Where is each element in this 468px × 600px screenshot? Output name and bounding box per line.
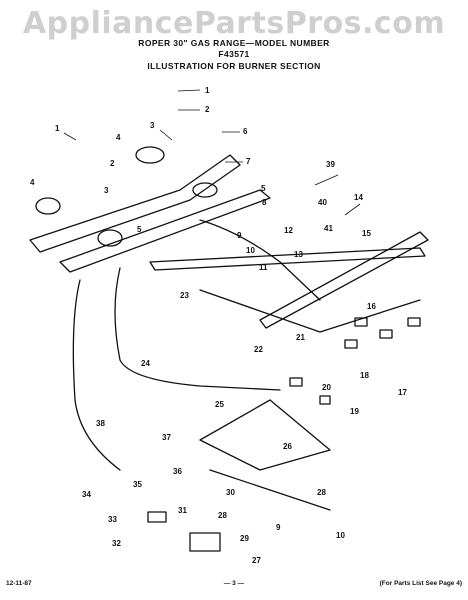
callout-1: 1 (55, 124, 60, 133)
header-model-number: F43571 (218, 49, 250, 59)
callout-10: 10 (246, 246, 255, 255)
callout-36: 36 (173, 467, 182, 476)
valve (379, 329, 393, 339)
callout-37: 37 (162, 433, 171, 442)
manifold-rail (149, 247, 426, 271)
callout-3: 3 (104, 186, 109, 195)
callout-35: 35 (133, 480, 142, 489)
callout-2: 2 (110, 159, 115, 168)
burner-frame (29, 154, 241, 253)
callout-16: 16 (367, 302, 376, 311)
callout-25: 25 (215, 400, 224, 409)
callout-11: 11 (259, 263, 268, 272)
callout-21: 21 (296, 333, 305, 342)
burner-head (97, 229, 123, 247)
callout-41: 41 (324, 224, 333, 233)
safety-valve (189, 532, 221, 552)
callout-20: 20 (322, 383, 331, 392)
header-illustration-title: ILLUSTRATION FOR BURNER SECTION (147, 61, 321, 71)
callout-4: 4 (116, 133, 121, 142)
callout-9: 9 (276, 523, 281, 532)
callout-5: 5 (261, 184, 266, 193)
callout-22: 22 (254, 345, 263, 354)
callout-2: 2 (205, 105, 210, 114)
header-model-line: ROPER 30" GAS RANGE—MODEL NUMBER (138, 38, 330, 48)
callout-26: 26 (283, 442, 292, 451)
callout-14: 14 (354, 193, 363, 202)
callout-29: 29 (240, 534, 249, 543)
callout-15: 15 (362, 229, 371, 238)
callout-32: 32 (112, 539, 121, 548)
burner-head (35, 197, 61, 215)
footer-date: 12-11-87 (6, 580, 32, 587)
oven-burner-tray (199, 399, 331, 471)
footer-page-number: — 3 — (223, 580, 245, 587)
callout-24: 24 (141, 359, 150, 368)
callout-31: 31 (178, 506, 187, 515)
callout-18: 18 (360, 371, 369, 380)
callout-40: 40 (318, 198, 327, 207)
callout-23: 23 (180, 291, 189, 300)
callout-6: 6 (243, 127, 248, 136)
gas-pipe-right (199, 289, 421, 333)
callout-7: 7 (246, 157, 251, 166)
callout-30: 30 (226, 488, 235, 497)
burner-head (135, 146, 165, 164)
callout-28: 28 (218, 511, 227, 520)
callout-3: 3 (150, 121, 155, 130)
footer-parts-list-note: (For Parts List See Page 4) (379, 580, 462, 587)
callout-19: 19 (350, 407, 359, 416)
callout-9: 9 (237, 231, 242, 240)
callout-33: 33 (108, 515, 117, 524)
valve (344, 339, 358, 349)
valve (407, 317, 421, 327)
valve (319, 395, 331, 405)
callout-4: 4 (30, 178, 35, 187)
gas-pipe (199, 219, 321, 301)
callout-27: 27 (252, 556, 261, 565)
callout-10: 10 (336, 531, 345, 540)
callout-13: 13 (294, 250, 303, 259)
callout-5: 5 (137, 225, 142, 234)
burner-head (192, 182, 218, 198)
callout-12: 12 (284, 226, 293, 235)
burner-frame-rail (59, 189, 271, 273)
callout-34: 34 (82, 490, 91, 499)
oven-burner-tube (209, 469, 331, 511)
callout-39: 39 (326, 160, 335, 169)
watermark: AppliancePartsPros.com (22, 6, 446, 41)
thermostat-tube (72, 279, 121, 471)
long-tube (114, 267, 281, 391)
thermostat-bulb (147, 511, 167, 523)
callout-8: 8 (262, 198, 267, 207)
callout-1: 1 (205, 86, 210, 95)
callout-17: 17 (398, 388, 407, 397)
valve (289, 377, 303, 387)
valve (354, 317, 368, 327)
manifold-rail-long (259, 231, 429, 329)
callout-38: 38 (96, 419, 105, 428)
callout-28: 28 (317, 488, 326, 497)
